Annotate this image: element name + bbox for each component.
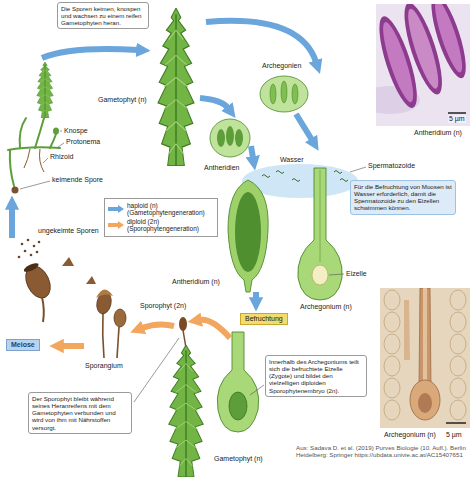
note-box: Die Sporen keimen, knospen und wachsen z… <box>57 2 149 29</box>
node-text: Für die Befruchtung von Moosen ist Wasse… <box>354 183 452 212</box>
part-label: Gametophyt (n) <box>98 96 147 104</box>
gametophyte-drawing <box>158 8 194 166</box>
part-label: Sporangium <box>85 362 123 370</box>
process-box: Befruchtung <box>240 313 288 325</box>
embryo-archegonium-drawing <box>217 332 258 432</box>
process-box: Meiose <box>6 339 40 351</box>
antheridium-micrograph <box>376 4 470 126</box>
protonema-drawing <box>8 62 64 194</box>
part-label: Knospe <box>64 127 88 135</box>
gametophyte-drawing <box>169 345 204 477</box>
part-label: Spermatozoide <box>368 162 415 170</box>
source-caption: Aus: Sadava D. et al. (2019) Purves Biol… <box>296 444 468 459</box>
part-label: Archegonium (n) <box>384 431 436 439</box>
part-label: Protonema <box>66 138 100 146</box>
node-text: Die Sporen keimen, knospen und wachsen z… <box>61 5 145 26</box>
archegonium-drawing <box>298 168 342 300</box>
part-label: Eizelle <box>346 270 367 278</box>
legend-text: haploid (n) (Gametophytengeneration) <box>127 202 214 217</box>
part-label: Archegonien <box>262 62 301 70</box>
part-label: Gametophyt (n) <box>214 455 263 463</box>
note-box: Innerhalb des Archegoniums teilt sich di… <box>265 355 367 397</box>
note-box: Für die Befruchtung von Moosen ist Wasse… <box>350 180 456 215</box>
part-label: Antheridium (n) <box>414 129 462 137</box>
spore-capsule-drawing <box>18 239 74 322</box>
node-text: Innerhalb des Archegoniums teilt sich di… <box>269 358 363 394</box>
part-label: Archegonium (n) <box>300 303 352 311</box>
sporophyte-drawing <box>179 317 187 348</box>
node-text: Meiose <box>11 341 35 349</box>
legend-row: haploid (n) (Gametophytengeneration) <box>108 202 214 217</box>
note-box: Der Sporophyt bleibt während seines Hera… <box>28 392 132 434</box>
legend-arrow-swatch <box>108 205 124 213</box>
node-text: Befruchtung <box>245 315 283 323</box>
part-label: Antheridien <box>204 164 239 172</box>
part-label: keimende Spore <box>52 176 103 184</box>
legend-row: diploid (2n) (Sporophytengeneration) <box>108 218 214 233</box>
life-cycle-arrows <box>12 21 316 346</box>
part-label: ungekeimte Sporen <box>38 227 99 235</box>
sporangium-drawing <box>86 276 126 358</box>
part-label: 5 µm <box>448 115 466 123</box>
part-label: Wasser <box>280 156 303 164</box>
part-label: Rhizoid <box>50 153 73 161</box>
legend-arrow-swatch <box>108 221 124 229</box>
archegonia-cluster-drawing <box>260 76 308 112</box>
legend-box: haploid (n) (Gametophytengeneration)dipl… <box>104 198 218 237</box>
archegonium-micrograph <box>380 288 470 428</box>
antheridia-cluster-drawing <box>210 119 250 157</box>
part-label: 5 µm <box>446 431 462 439</box>
node-text: Der Sporophyt bleibt während seines Hera… <box>32 395 128 431</box>
antheridium-drawing <box>228 180 268 292</box>
part-label: Antheridium (n) <box>172 278 220 286</box>
part-label: Sporophyt (2n) <box>140 302 186 310</box>
spermatozoid-symbols <box>262 171 348 182</box>
legend-text: diploid (2n) (Sporophytengeneration) <box>127 218 214 233</box>
